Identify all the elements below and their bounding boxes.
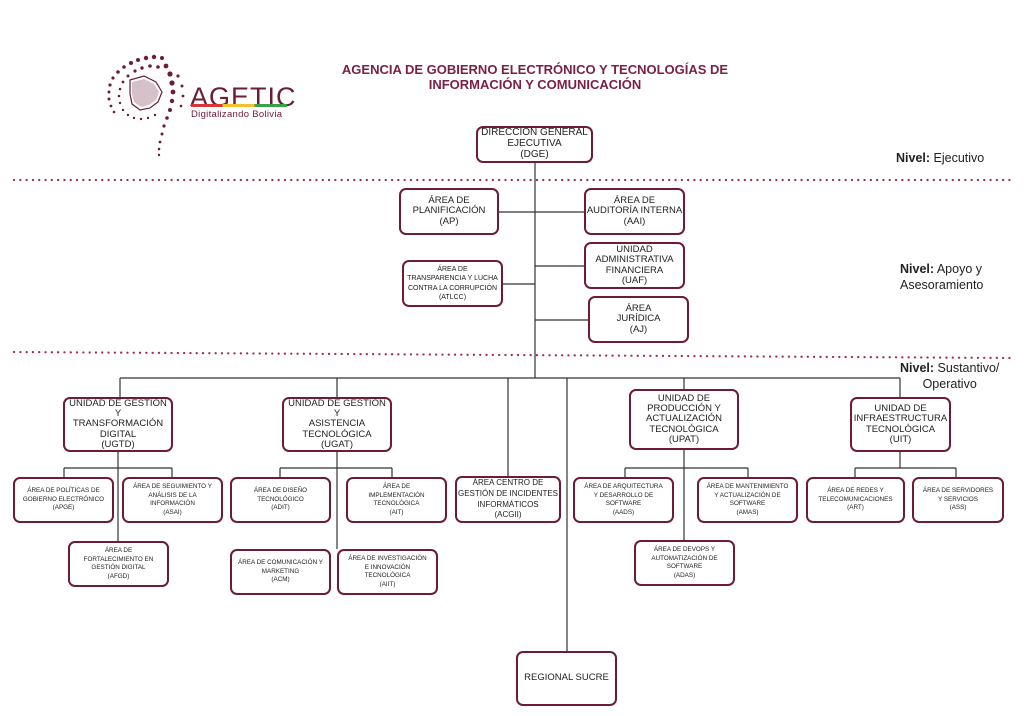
box-aj[interactable]: ÁREA JURÍDICA (AJ) [588, 296, 689, 343]
box-uit-label: UNIDAD DE INFRAESTRUCTURA TECNOLÓGICA (U… [853, 403, 948, 445]
box-ait[interactable]: ÁREA DE IMPLEMENTACIÓN TECNOLÓGICA (AIT) [346, 477, 447, 523]
logo-tagline: Digitalizando Bolivia [191, 109, 283, 120]
agetic-logo [100, 52, 300, 162]
level-sustantivo-value: Sustantivo/ Operativo [922, 361, 1000, 391]
level-ejecutivo-value: Ejecutivo [933, 151, 985, 165]
box-atlcc-label: ÁREA DE TRANSPARENCIA Y LUCHA CONTRA LA … [407, 265, 498, 301]
box-ugtd-label: UNIDAD DE GESTIÓN Y TRANSFORMACIÓN DIGIT… [69, 397, 167, 450]
title-line-1: AGENCIA DE GOBIERNO ELECTRÓNICO Y TECNOL… [341, 62, 729, 77]
box-acgii-label: ÁREA CENTRO DE GESTIÓN DE INCIDENTES INF… [457, 477, 558, 520]
title-line-2: INFORMACIÓN Y COMUNICACIÓN [428, 77, 642, 92]
box-atlcc[interactable]: ÁREA DE TRANSPARENCIA Y LUCHA CONTRA LA … [402, 260, 503, 307]
box-uaf[interactable]: UNIDAD ADMINISTRATIVA FINANCIERA (UAF) [584, 242, 685, 289]
dotted-spiral-bolivia-map-icon [107, 54, 185, 157]
box-acgii[interactable]: ÁREA CENTRO DE GESTIÓN DE INCIDENTES INF… [455, 476, 561, 523]
box-aai-label: ÁREA DE AUDITORÍA INTERNA (AAI) [586, 195, 683, 227]
box-ass[interactable]: ÁREA DE SERVIDORES Y SERVICIOS (ASS) [912, 477, 1004, 523]
box-asai-label: ÁREA DE SEGUIMIENTO Y ANÁLISIS DE LA INF… [133, 483, 212, 516]
box-adas-label: ÁREA DE DEVOPS Y AUTOMATIZACIÓN DE SOFTW… [651, 546, 718, 579]
box-regional-sucre-label: REGIONAL SUCRE [524, 672, 609, 684]
box-art[interactable]: ÁREA DE REDES Y TELECOMUNICACIONES (ART) [806, 477, 905, 523]
box-adit[interactable]: ÁREA DE DISEÑO TECNOLÓGICO (ADIT) [230, 477, 331, 523]
logo-flag-bar [191, 104, 287, 107]
box-aiit-label: ÁREA DE INVESTIGACIÓN E INNOVACIÓN TECNO… [348, 555, 427, 588]
box-acm[interactable]: ÁREA DE COMUNICACIÓN Y MARKETING (ACM) [230, 549, 331, 595]
level-apoyo-value: Apoyo y Asesoramiento [900, 262, 984, 292]
divider-apoyo [12, 350, 1014, 360]
box-ait-label: ÁREA DE IMPLEMENTACIÓN TECNOLÓGICA (AIT) [368, 483, 425, 516]
box-ugat-label: UNIDAD DE GESTIÓN Y ASISTENCIA TECNOLÓGI… [288, 397, 386, 450]
box-adas[interactable]: ÁREA DE DEVOPS Y AUTOMATIZACIÓN DE SOFTW… [634, 540, 735, 586]
logo-wordmark: AGETIC [190, 82, 297, 112]
box-amas[interactable]: ÁREA DE MANTENIMIENTO Y ACTUALIZACIÓN DE… [697, 477, 798, 523]
box-asai[interactable]: ÁREA DE SEGUIMIENTO Y ANÁLISIS DE LA INF… [122, 477, 223, 523]
box-aads-label: ÁREA DE ARQUITECTURA Y DESARROLLO DE SOF… [584, 483, 663, 516]
box-regional-sucre[interactable]: REGIONAL SUCRE [516, 651, 617, 706]
box-upat-label: UNIDAD DE PRODUCCIÓN Y ACTUALIZACIÓN TEC… [645, 392, 722, 445]
box-aiit[interactable]: ÁREA DE INVESTIGACIÓN E INNOVACIÓN TECNO… [337, 549, 438, 595]
box-ap-label: ÁREA DE PLANIFICACIÓN (AP) [412, 195, 486, 227]
box-dge[interactable]: DIRECCIÓN GENERAL EJECUTIVA (DGE) [476, 126, 593, 163]
box-uit[interactable]: UNIDAD DE INFRAESTRUCTURA TECNOLÓGICA (U… [850, 397, 951, 452]
box-uaf-label: UNIDAD ADMINISTRATIVA FINANCIERA (UAF) [595, 244, 674, 286]
level-apoyo-label: Nivel: [900, 262, 935, 276]
box-afgd-label: ÁREA DE FORTALECIMIENTO EN GESTIÓN DIGIT… [83, 547, 154, 580]
box-ugat[interactable]: UNIDAD DE GESTIÓN Y ASISTENCIA TECNOLÓGI… [282, 397, 392, 452]
box-art-label: ÁREA DE REDES Y TELECOMUNICACIONES (ART) [818, 487, 893, 512]
box-aj-label: ÁREA JURÍDICA (AJ) [616, 303, 661, 335]
box-aai[interactable]: ÁREA DE AUDITORÍA INTERNA (AAI) [584, 188, 685, 235]
box-aads[interactable]: ÁREA DE ARQUITECTURA Y DESARROLLO DE SOF… [573, 477, 674, 523]
box-acm-label: ÁREA DE COMUNICACIÓN Y MARKETING (ACM) [238, 559, 323, 584]
level-sustantivo-label: Nivel: [900, 361, 935, 375]
page-title: AGENCIA DE GOBIERNO ELECTRÓNICO Y TECNOL… [300, 62, 770, 92]
box-apge[interactable]: ÁREA DE POLÍTICAS DE GOBIERNO ELECTRÓNIC… [13, 477, 114, 523]
box-amas-label: ÁREA DE MANTENIMIENTO Y ACTUALIZACIÓN DE… [706, 483, 789, 516]
level-ejecutivo-label: Nivel: [896, 151, 931, 165]
box-afgd[interactable]: ÁREA DE FORTALECIMIENTO EN GESTIÓN DIGIT… [68, 541, 169, 587]
level-sustantivo: Nivel: Sustantivo/ Operativo [900, 360, 999, 392]
box-ass-label: ÁREA DE SERVIDORES Y SERVICIOS (ASS) [922, 487, 994, 512]
box-ap[interactable]: ÁREA DE PLANIFICACIÓN (AP) [399, 188, 499, 235]
box-dge-label: DIRECCIÓN GENERAL EJECUTIVA (DGE) [481, 127, 588, 160]
box-adit-label: ÁREA DE DISEÑO TECNOLÓGICO (ADIT) [253, 487, 308, 512]
box-upat[interactable]: UNIDAD DE PRODUCCIÓN Y ACTUALIZACIÓN TEC… [629, 389, 739, 450]
box-apge-label: ÁREA DE POLÍTICAS DE GOBIERNO ELECTRÓNIC… [22, 487, 105, 512]
level-ejecutivo: Nivel: Ejecutivo [896, 150, 984, 166]
box-ugtd[interactable]: UNIDAD DE GESTIÓN Y TRANSFORMACIÓN DIGIT… [63, 397, 173, 452]
level-apoyo: Nivel: Apoyo y Asesoramiento [900, 261, 983, 293]
